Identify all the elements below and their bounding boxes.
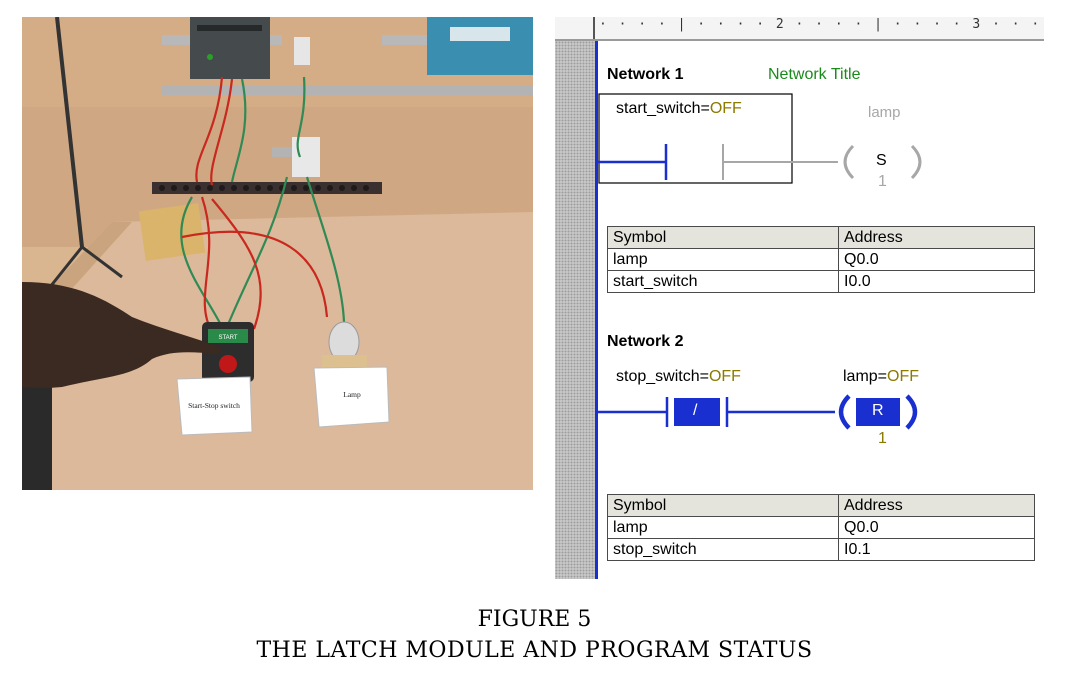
table-header-symbol: Symbol [607,494,839,517]
figure-title: THE LATCH MODULE AND PROGRAM STATUS [256,638,813,663]
table-header-symbol: Symbol [607,226,839,249]
ruler-ticks: · · · · | · · · · 2 · · · · | · · · · 3 … [599,17,1044,32]
network2-coil-left [838,394,851,430]
network1-symbol-table: Symbol Address lamp Q0.0 start_switch I0… [607,226,1035,293]
ladder-editor: · · · · | · · · · 2 · · · · | · · · · 3 … [555,17,1044,579]
table-row: stop_switch I0.1 [607,538,1035,561]
network2-coil-count: 1 [878,430,887,447]
table-cell-symbol: stop_switch [607,538,839,561]
table-cell-symbol: start_switch [607,270,839,293]
table-cell-address: I0.1 [838,538,1035,561]
table-header-address: Address [838,226,1035,249]
network2-coil-op: R [872,402,884,419]
hand [22,282,222,388]
photo-latch-module: START Start-Stop switch Lamp [22,17,533,490]
network2-header: Network 2 [607,333,684,350]
table-cell-address: Q0.0 [838,516,1035,539]
table-cell-symbol: lamp [607,516,839,539]
network2-contact-op: / [693,402,698,419]
network1-coil-right [910,144,922,180]
network-gutter [555,41,595,579]
sign-lamp-text: Lamp [343,390,361,399]
network2-coil-right [905,394,918,430]
ladder-graphics [598,93,922,430]
network1-contact-label: start_switch=OFF [616,100,742,117]
power-rail [595,41,598,579]
ruler: · · · · | · · · · 2 · · · · | · · · · 3 … [555,17,1044,41]
network1-contact-box [598,93,793,184]
network1-title[interactable]: Network Title [768,66,861,83]
network1-header: Network 1 [607,66,684,83]
network1-coil-op: S [876,152,887,169]
network2-contact-fill [674,398,720,426]
sign-start-stop-text: Start-Stop switch [188,401,240,410]
table-cell-symbol: lamp [607,248,839,271]
table-cell-address: I0.0 [838,270,1035,293]
network2-symbol-table: Symbol Address lamp Q0.0 stop_switch I0.… [607,494,1035,561]
table-row: start_switch I0.0 [607,270,1035,293]
table-top [22,212,533,490]
photo-scene: START Start-Stop switch Lamp [22,17,533,490]
network1-coil-label: lamp [868,104,901,121]
network1-coil-count: 1 [878,173,887,190]
power-supply [427,17,533,75]
figure-number: FIGURE 5 [477,607,592,632]
table-row: lamp Q0.0 [607,516,1035,539]
terminal-block [292,137,320,177]
table-row: lamp Q0.0 [607,248,1035,271]
sign-lamp [313,366,390,428]
table-cell-address: Q0.0 [838,248,1035,271]
network2-contact-label: stop_switch=OFF [616,368,741,385]
figure-caption: FIGURE 5 THE LATCH MODULE AND PROGRAM ST… [0,605,1069,667]
button-label: START [218,335,237,341]
sign-start-stop [176,376,253,436]
network2-coil-label: lamp=OFF [843,368,920,385]
breadboard [138,203,206,261]
table-header-address: Address [838,494,1035,517]
network2-coil-fill [856,398,900,426]
network1-coil-left [843,144,855,180]
